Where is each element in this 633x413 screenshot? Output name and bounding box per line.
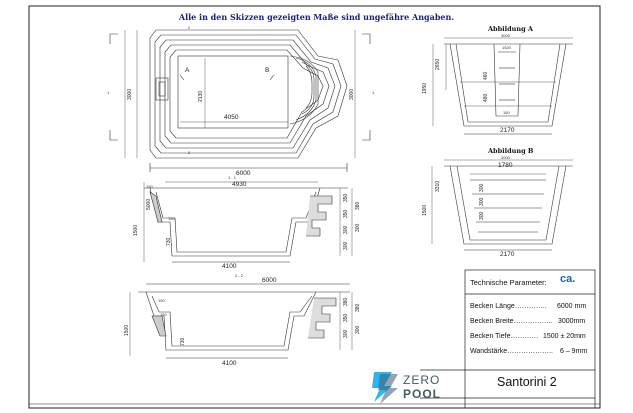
section-1-step-dim-2: 350 [343,209,349,218]
section-2-length-bottom: 4100 [222,360,237,367]
brand-ca: ca. [560,273,576,285]
plan-length-total: 6000 [236,170,251,177]
param-value-depth: 1500 ± 20mm [543,333,586,340]
figure-b-width-top: 1780 [498,162,513,169]
param-row-wall: Wandstärke……………….. [470,348,553,355]
figure-b-dim-step1: 300 [479,183,485,192]
sheet-frame [28,5,601,409]
plan-side-dim-right: 3000 [349,88,355,100]
section-1-left-dim-3: 150 [168,216,175,221]
section-2-step-dim-2: 350 [343,313,349,322]
param-label: Wandstärke [470,348,508,355]
section-1-step-dim-1: 350 [343,193,349,202]
logo-text-zero: ZERO [403,373,441,387]
parameters-title: Technische Parameter: [470,278,547,287]
figure-a-dim-2: 1520 [502,45,511,50]
plan-section-mark-2a: 2 [188,150,191,155]
section-1-depth: 1500 [133,224,139,236]
param-dots: ………….. [514,303,547,310]
figure-a-width-bottom: 2170 [500,127,515,134]
section-2-left-dim-2: 150 [160,312,167,317]
section-1-step-dim-6: 300 [355,223,361,232]
section-1-step-dim-4: 300 [343,241,349,250]
figure-a-dim-depth: 1950 [422,82,428,94]
section-1-left-dim-2: 5000 [146,198,152,210]
param-row-width: Becken Breite…………….. [470,318,552,325]
plan-length-inner: 4050 [224,114,239,121]
logo-text-pool: POOL [403,387,442,401]
section-1-label: 1 - 1 [228,175,237,180]
section-1-length-bottom: 4100 [222,263,237,270]
figure-a-dim-top: 3000 [501,33,510,38]
param-dots: ………… [510,333,539,340]
param-value-width: 3000mm [558,318,586,325]
plan-marker-b: B [265,67,270,74]
section-2-step-dim-5: 300 [355,325,361,334]
section-2-left-dim-3: 730 [180,337,186,346]
figure-a-dim-460: 460 [483,71,489,80]
product-name: Santorini 2 [497,375,557,389]
section-2-drawing [129,283,353,359]
param-label: Becken Tiefe [470,333,511,340]
section-2-step-dim-4: 380 [355,303,361,312]
section-2-step-dim-1: 380 [343,297,349,306]
figure-b-dim-step3: 300 [479,211,485,220]
section-1-drawing [143,181,353,263]
logo-mark [372,372,398,404]
figure-a-drawing [432,37,573,135]
plan-section-mark-2b: 2 [188,25,191,30]
figure-b-dim-depth: 1500 [422,204,428,216]
plan-section-mark-1b: 1 [372,90,375,95]
section-1-left-dim-1: 150 [146,184,153,189]
param-value-wall: 6 – 9mm [560,348,588,355]
plan-width-inner: 2130 [198,90,204,102]
figure-b-width-bottom: 2170 [500,251,515,258]
section-2-length-top: 6000 [262,277,277,284]
figure-b-dim-top: 3000 [501,155,510,160]
section-2-left-dim-1: 150 [158,298,165,303]
param-row-length: Becken Länge………….. [470,303,547,310]
param-label: Becken Breite [470,318,514,325]
figure-b-dim-left: 3310 [435,180,441,192]
figure-a-title: Abbildung A [488,25,533,33]
plan-marker-a: A [185,67,190,74]
section-1-step-dim-5: 380 [355,201,361,210]
plan-side-dim-left: 3000 [127,88,133,100]
section-1-length-top: 4930 [232,181,247,188]
plan-section-mark-1a: 1 [107,90,110,95]
parameter-table [420,269,596,409]
param-dots: …………….. [513,318,553,325]
figure-b-drawing [431,159,573,251]
section-2-step-dim-3: 300 [343,329,349,338]
param-label: Becken Länge [470,303,515,310]
section-2-label: 2 - 2 [235,273,244,278]
figure-a-dim-480: 480 [483,93,489,102]
approximate-note: Alle in den Skizzen gezeigten Maße sind … [178,12,455,22]
figure-b-dim-step2: 300 [479,197,485,206]
param-dots: ……………….. [507,348,553,355]
param-row-depth: Becken Tiefe………… [470,333,538,340]
plan-view [109,29,371,172]
section-2-depth: 1500 [124,324,130,336]
figure-a-dim-150: 150 [503,110,510,115]
figure-a-dim-left: 2650 [435,58,441,70]
section-1-step-dim-3: 300 [343,225,349,234]
param-value-length: 6000 mm [557,303,587,310]
section-1-left-dim-4: 730 [166,237,172,246]
figure-b-title: Abbildung B [488,147,534,155]
